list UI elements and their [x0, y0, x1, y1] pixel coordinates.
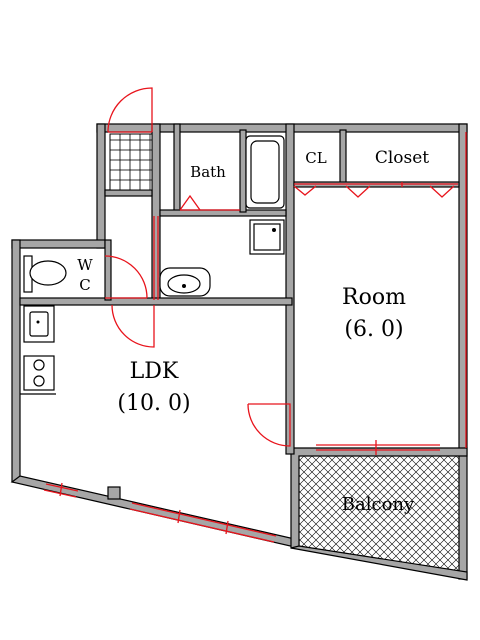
label-cl: CL: [305, 149, 326, 167]
label-bath: Bath: [190, 163, 226, 181]
label-closet: Closet: [375, 148, 429, 168]
label-balcony: Balcony: [342, 494, 415, 515]
toilet: [23, 255, 67, 293]
column: [107, 486, 121, 500]
washing-machine-pan: [249, 219, 285, 255]
label-room-name: Room: [342, 285, 406, 310]
stove: [23, 355, 55, 391]
shower-tiles: [109, 133, 153, 191]
bathtub: [245, 135, 285, 209]
doors-windows: [43, 87, 467, 543]
interior-walls: [19, 123, 460, 455]
label-ldk-size: (10. 0): [117, 391, 190, 416]
label-wc-c: C: [79, 276, 90, 294]
kitchen-sink: [23, 305, 55, 343]
label-ldk-name: LDK: [130, 359, 179, 384]
label-room-size: (6. 0): [344, 317, 403, 342]
wash-basin: [159, 267, 211, 297]
label-wc-w: W: [77, 256, 93, 274]
